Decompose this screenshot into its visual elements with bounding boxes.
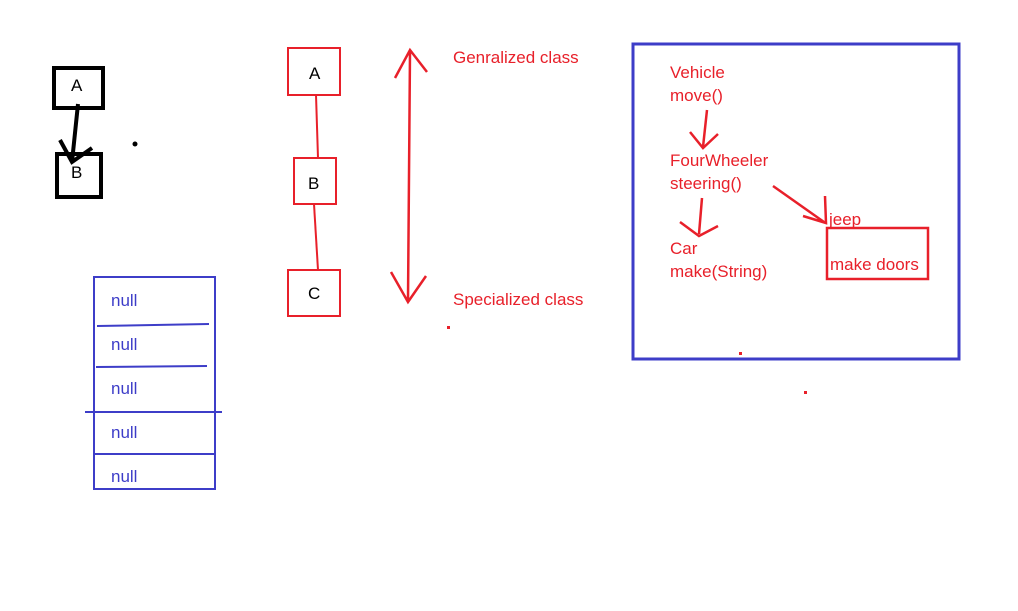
hier-box-b-label: B xyxy=(308,174,320,193)
red-speck xyxy=(447,326,450,329)
box-b-outline xyxy=(55,152,103,199)
vehicle-class-label: Vehicle xyxy=(670,63,725,82)
jeep-box-outline xyxy=(825,226,930,281)
hier-box-c-label: C xyxy=(308,284,321,303)
array-cell: null xyxy=(111,379,138,398)
generalized-class-label: Genralized class xyxy=(453,48,579,67)
car-class-label: Car xyxy=(670,239,698,258)
generalization-arrow xyxy=(389,47,428,305)
hier-box-a-outline xyxy=(287,47,341,96)
a-to-b-arrow xyxy=(58,103,94,165)
red-speck xyxy=(804,391,807,394)
jeep-class-label: jeep xyxy=(829,210,862,229)
fourwheeler-method-label: steering() xyxy=(670,174,742,193)
array-cell: null xyxy=(111,291,138,310)
fourwheeler-class-label: FourWheeler xyxy=(670,151,769,170)
vehicle-to-fourwheeler-arrow xyxy=(689,109,719,150)
b-c-link xyxy=(313,203,319,271)
stray-dot xyxy=(132,141,138,147)
array-cell: null xyxy=(111,467,138,486)
hier-box-a-label: A xyxy=(309,64,321,83)
specialized-class-label: Specialized class xyxy=(453,290,584,309)
red-speck xyxy=(739,352,742,355)
box-b-label: B xyxy=(71,163,83,182)
vehicle-method-label: move() xyxy=(670,86,723,105)
array-outline xyxy=(93,276,216,490)
array-divider xyxy=(96,323,210,327)
box-a-label: A xyxy=(71,76,83,95)
array-divider xyxy=(95,365,208,368)
car-method-label: make(String) xyxy=(670,262,768,281)
a-b-link xyxy=(315,94,319,159)
fourwheeler-to-car-arrow xyxy=(679,197,719,238)
fourwheeler-to-jeep-arrow xyxy=(772,184,828,225)
hier-box-c-outline xyxy=(287,269,341,317)
array-cell: null xyxy=(111,423,138,442)
vehicle-panel-outline xyxy=(631,42,961,361)
array-cell: null xyxy=(111,335,138,354)
jeep-method-label: make doors xyxy=(830,255,919,274)
